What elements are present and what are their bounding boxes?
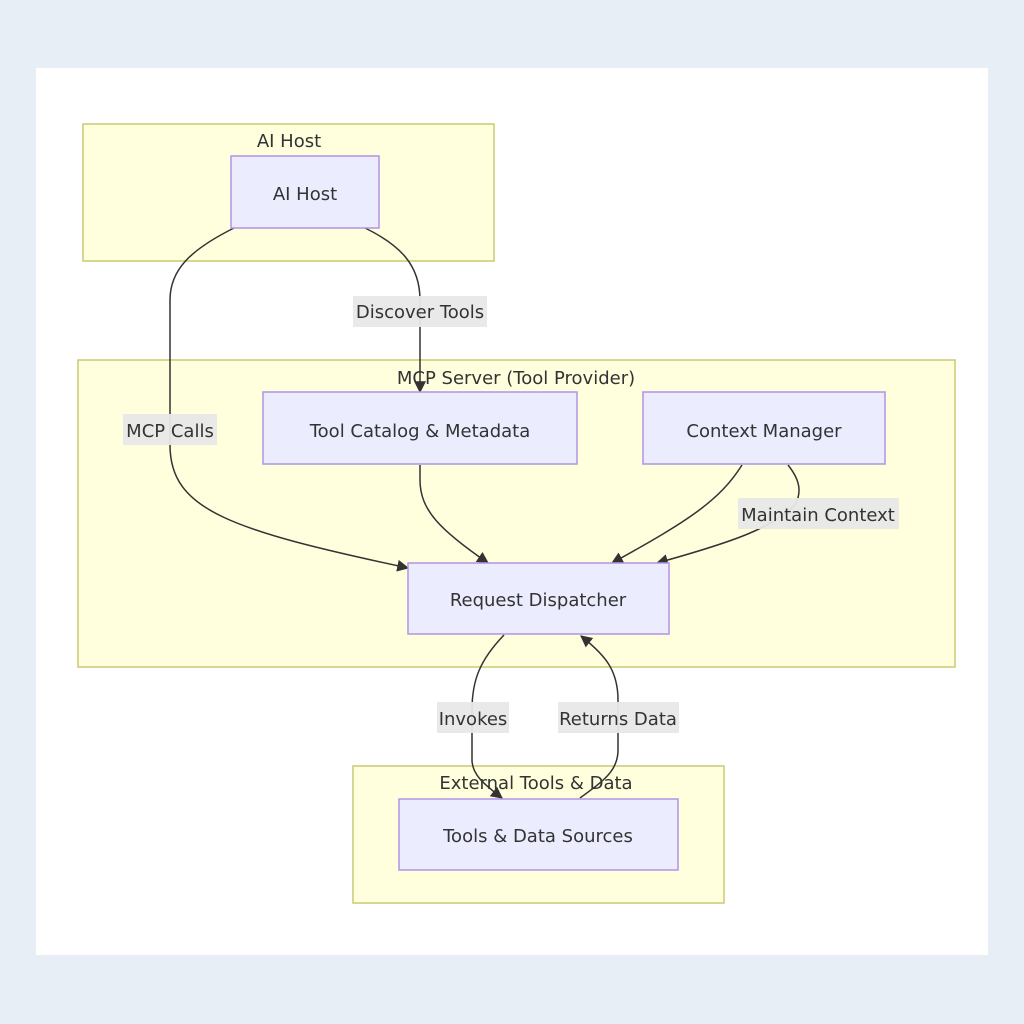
edge-label-mcp-calls: MCP Calls — [123, 414, 217, 445]
edge-label-invokes: Invokes — [437, 702, 509, 733]
svg-text:Discover Tools: Discover Tools — [356, 302, 484, 323]
edge-label-maintain-context: Maintain Context — [738, 498, 899, 529]
edge-label-discover-tools: Discover Tools — [353, 296, 487, 327]
svg-text:Tools & Data Sources: Tools & Data Sources — [442, 826, 633, 847]
svg-text:Invokes: Invokes — [439, 709, 508, 730]
node-context-manager[interactable]: Context Manager — [642, 391, 886, 465]
edge-context-to-dispatcher — [610, 464, 743, 564]
edge-catalog-to-dispatcher — [419, 465, 489, 564]
node-tools-data-sources[interactable]: Tools & Data Sources — [398, 798, 679, 871]
svg-text:Maintain Context: Maintain Context — [741, 505, 895, 526]
node-tool-catalog[interactable]: Tool Catalog & Metadata — [262, 391, 578, 465]
cluster-title-ai-host: AI Host — [257, 131, 321, 152]
svg-text:Request Dispatcher: Request Dispatcher — [450, 590, 627, 611]
edge-mcp-calls — [169, 227, 410, 572]
svg-text:MCP Calls: MCP Calls — [126, 421, 214, 442]
svg-text:Returns Data: Returns Data — [559, 709, 677, 730]
edge-label-returns-data: Returns Data — [558, 702, 679, 733]
svg-text:Context Manager: Context Manager — [686, 421, 842, 442]
node-request-dispatcher[interactable]: Request Dispatcher — [407, 562, 670, 635]
node-ai-host[interactable]: AI Host — [230, 155, 380, 229]
cluster-title-external-tools: External Tools & Data — [439, 773, 632, 794]
cluster-title-mcp-server: MCP Server (Tool Provider) — [397, 368, 635, 389]
svg-text:Tool Catalog & Metadata: Tool Catalog & Metadata — [309, 421, 531, 442]
svg-text:AI Host: AI Host — [273, 184, 337, 205]
